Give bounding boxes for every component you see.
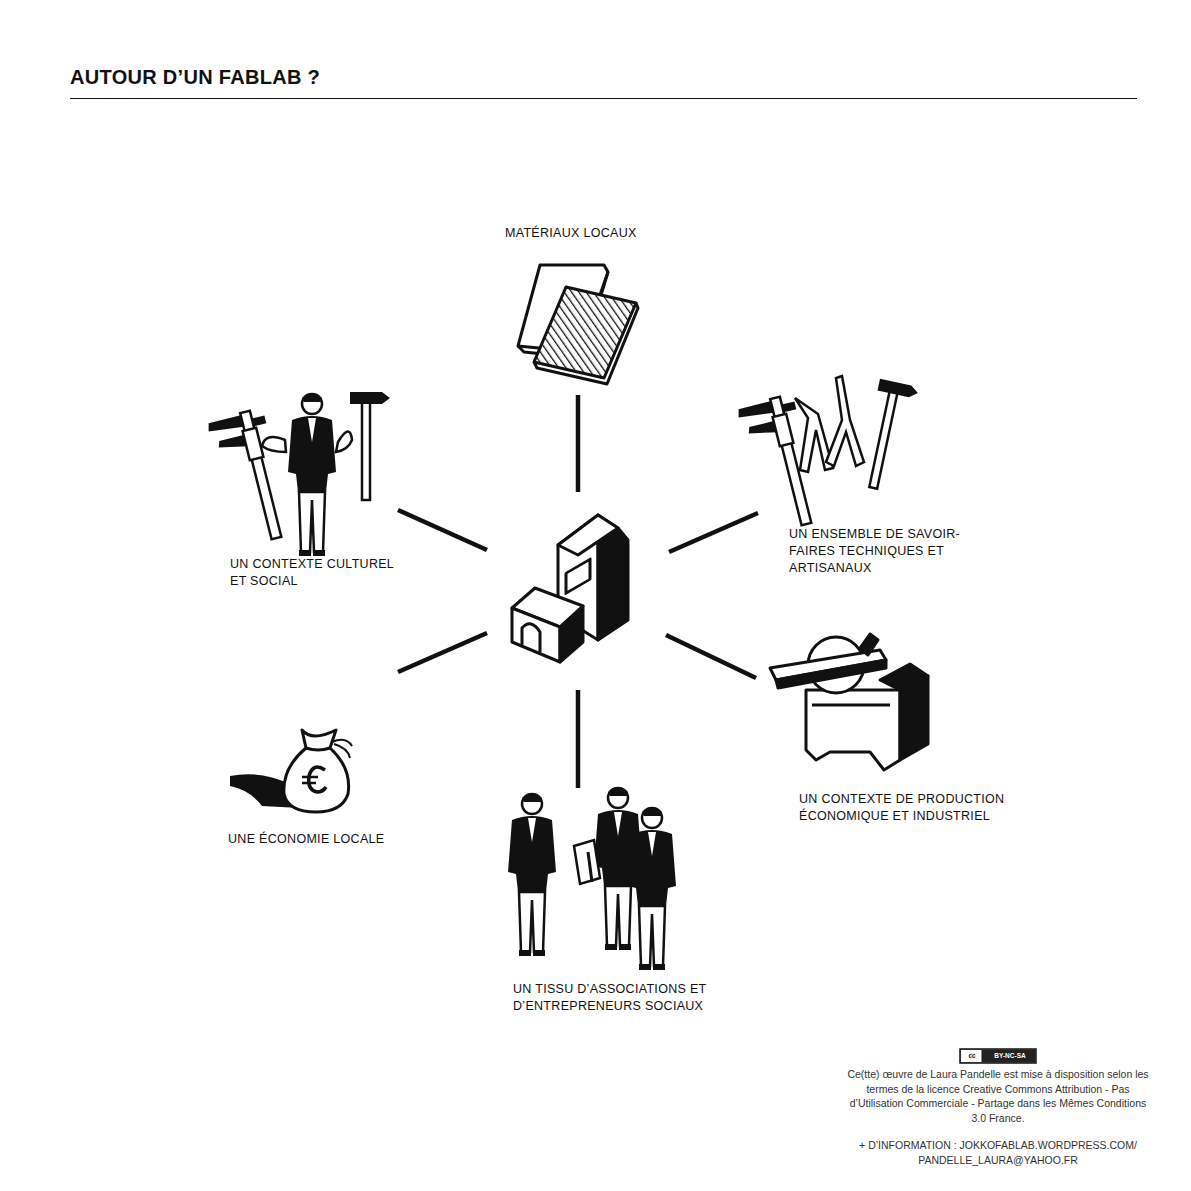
topic-label: UN TISSU D’ASSOCIATIONS ET D’ENTREPRENEU… xyxy=(513,981,731,1015)
topic-label: UN CONTEXTE CULTUREL ET SOCIAL xyxy=(230,556,406,590)
topic-label: UN CONTEXTE DE PRODUCTION ÉCONOMIQUE ET … xyxy=(799,791,1017,825)
culture-icon xyxy=(206,392,390,556)
license-badge-text: BY-NC-SA xyxy=(985,1051,1035,1061)
topic-text: MATÉRIAUX LOCAUX xyxy=(505,225,705,242)
materials-icon xyxy=(518,265,638,384)
spokes xyxy=(398,395,758,788)
topic-label: UNE ÉCONOMIE LOCALE xyxy=(228,831,428,848)
fablab-building xyxy=(512,515,628,662)
tools-icon xyxy=(736,376,919,534)
people-group-icon xyxy=(508,787,676,970)
topic-label: MATÉRIAUX LOCAUX xyxy=(505,225,705,242)
topic-text: UN TISSU D’ASSOCIATIONS ET D’ENTREPRENEU… xyxy=(513,981,731,1015)
license-note: Ce(tte) œuvre de Laura Pandelle est mise… xyxy=(846,1067,1150,1125)
topic-text: UNE ÉCONOMIE LOCALE xyxy=(228,831,428,848)
topic-label: UN ENSEMBLE DE SAVOIR-FAIRES TECHNIQUES … xyxy=(789,526,994,577)
diagram-title: AUTOUR D’UN FABLAB ? xyxy=(70,66,320,89)
title-rule xyxy=(70,98,1137,99)
topic-text: UN CONTEXTE DE PRODUCTION ÉCONOMIQUE ET … xyxy=(799,791,1017,825)
license-badge xyxy=(960,1049,1036,1063)
license-badge-text: cc xyxy=(963,1051,981,1061)
money-bag-icon xyxy=(230,730,352,812)
contact-note: + D’INFORMATION : JOKKOFABLAB.WORDPRESS.… xyxy=(846,1138,1150,1167)
saw-machine-icon xyxy=(770,634,928,770)
topic-text: UN CONTEXTE CULTUREL ET SOCIAL xyxy=(230,556,406,590)
topic-text: UN ENSEMBLE DE SAVOIR-FAIRES TECHNIQUES … xyxy=(789,526,994,577)
